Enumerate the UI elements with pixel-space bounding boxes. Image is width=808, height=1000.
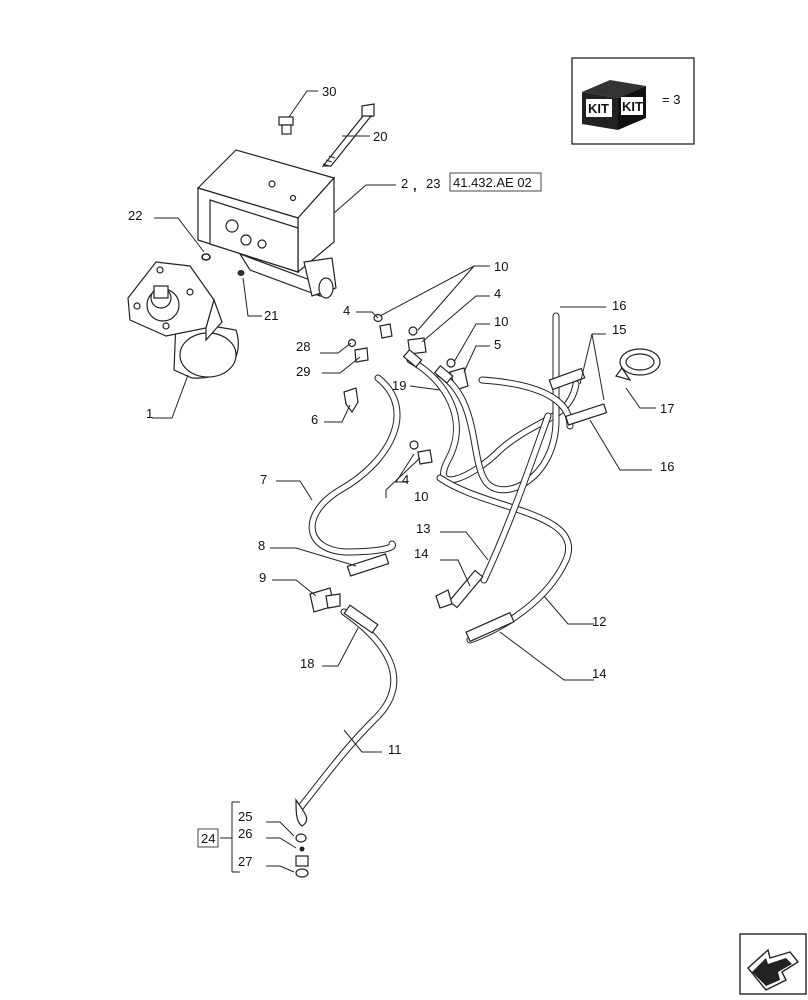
callout-labels: 30 20 2 , 23 22 21 1 10 4 4 10 5 28 29 1… — [128, 84, 674, 869]
callout-10-mid[interactable]: 10 — [494, 314, 508, 329]
callout-11[interactable]: 11 — [388, 742, 402, 757]
callout-5[interactable]: 5 — [494, 337, 501, 352]
callout-4-right[interactable]: 4 — [494, 286, 501, 301]
hose-7 — [308, 374, 401, 577]
callout-25[interactable]: 25 — [238, 809, 252, 824]
callout-7[interactable]: 7 — [260, 472, 267, 487]
callout-16-top[interactable]: 16 — [612, 298, 626, 313]
callout-4-left[interactable]: 4 — [343, 303, 350, 318]
callout-28[interactable]: 28 — [296, 339, 310, 354]
callout-14-left[interactable]: 14 — [414, 546, 428, 561]
callout-17[interactable]: 17 — [660, 401, 674, 416]
hose-12 — [436, 474, 572, 644]
callout-26[interactable]: 26 — [238, 826, 252, 841]
callout-10-top[interactable]: 10 — [494, 259, 508, 274]
callout-30[interactable]: 30 — [322, 84, 336, 99]
callout-1[interactable]: 1 — [146, 406, 153, 421]
callout-10-low[interactable]: 10 — [414, 489, 428, 504]
kit-panel: KIT KIT = 3 — [571, 57, 695, 145]
callout-16-bottom[interactable]: 16 — [660, 459, 674, 474]
next-page-button[interactable] — [739, 933, 807, 995]
callout-8[interactable]: 8 — [258, 538, 265, 553]
callout-29[interactable]: 29 — [296, 364, 310, 379]
callout-2[interactable]: 2 — [401, 176, 408, 191]
seal-28 — [347, 338, 357, 348]
kit-label-left: KIT — [588, 101, 609, 116]
kit-quantity: = 3 — [662, 92, 680, 107]
callout-6[interactable]: 6 — [311, 412, 318, 427]
seal-21 — [237, 270, 245, 276]
callout-19[interactable]: 19 — [392, 378, 406, 393]
valve-block — [196, 149, 337, 299]
arrow-icon — [747, 948, 800, 991]
fitting-4-b — [407, 326, 427, 355]
callout-12[interactable]: 12 — [592, 614, 606, 629]
reference-box — [449, 172, 542, 192]
seal-22 — [201, 253, 211, 261]
callout-comma: , — [413, 178, 417, 193]
callout-9[interactable]: 9 — [259, 570, 266, 585]
screw-30 — [278, 116, 294, 135]
hose-11 — [295, 604, 398, 827]
kit-box-icon: KIT KIT — [582, 80, 646, 130]
reference-code[interactable]: 41.432.AE 02 — [453, 175, 532, 190]
fitting-4-c — [409, 440, 433, 465]
plug-27 — [295, 855, 309, 878]
callout-14-bottom[interactable]: 14 — [592, 666, 606, 681]
callout-box-24 — [197, 828, 219, 848]
bolt-20 — [321, 103, 375, 167]
callout-21[interactable]: 21 — [264, 308, 278, 323]
callout-27[interactable]: 27 — [238, 854, 252, 869]
callout-15[interactable]: 15 — [612, 322, 626, 337]
callout-20[interactable]: 20 — [373, 129, 387, 144]
callout-4-low[interactable]: 4 — [402, 472, 409, 487]
seal-26 — [299, 846, 305, 852]
hose-19-set — [402, 312, 580, 494]
callout-13[interactable]: 13 — [416, 521, 430, 536]
fitting-4-a — [373, 313, 393, 339]
leader-lines — [152, 90, 656, 873]
seal-10 — [446, 358, 456, 368]
fitting-6 — [343, 387, 359, 414]
hose-13 — [435, 412, 552, 609]
steering-motor — [127, 261, 239, 379]
clamp-17 — [614, 348, 661, 382]
callout-22[interactable]: 22 — [128, 208, 142, 223]
tee-fitting-9 — [309, 587, 341, 613]
callout-23[interactable]: 23 — [426, 176, 440, 191]
seal-25 — [295, 833, 307, 843]
kit-label-right: KIT — [622, 99, 643, 114]
callout-24[interactable]: 24 — [201, 831, 215, 846]
callout-18[interactable]: 18 — [300, 656, 314, 671]
